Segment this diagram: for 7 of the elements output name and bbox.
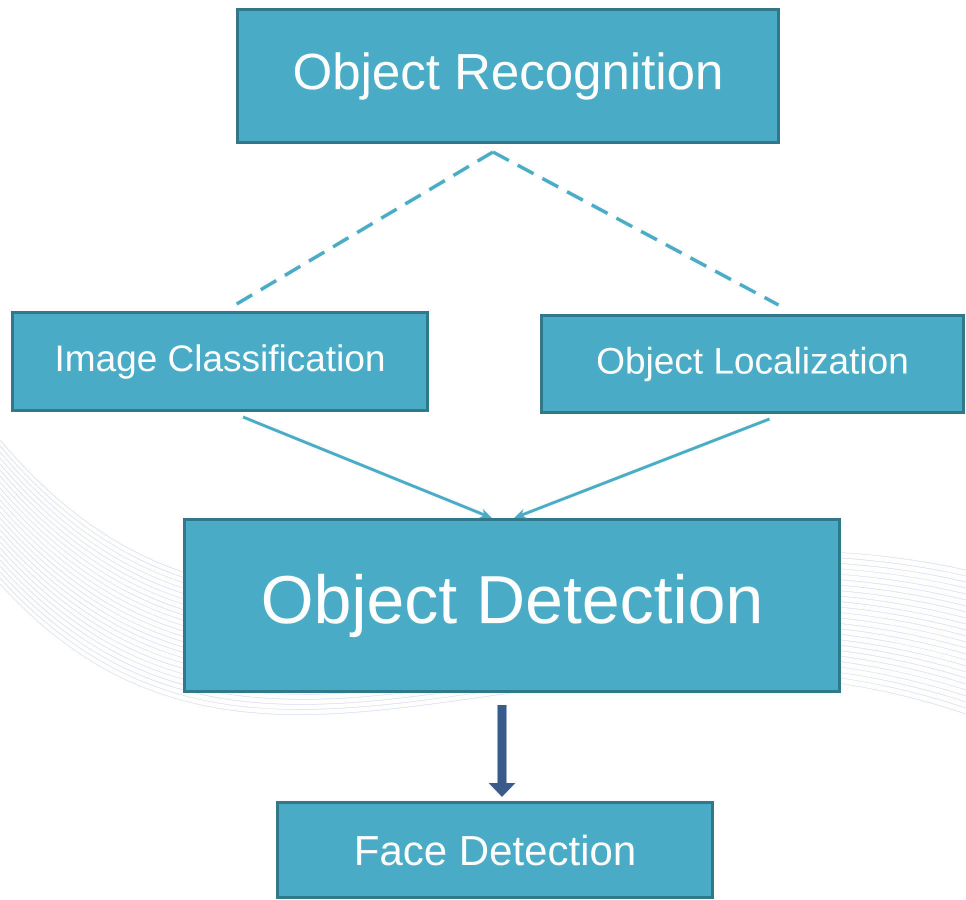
process-box: Face Detection bbox=[276, 801, 714, 899]
process-box: Object Localization bbox=[540, 314, 966, 414]
process-box: Image Classification bbox=[11, 311, 429, 412]
connector-line bbox=[234, 150, 494, 306]
process-box: Object Detection bbox=[183, 518, 841, 693]
process-box: Object Recognition bbox=[236, 8, 780, 144]
connector-line bbox=[492, 150, 780, 307]
